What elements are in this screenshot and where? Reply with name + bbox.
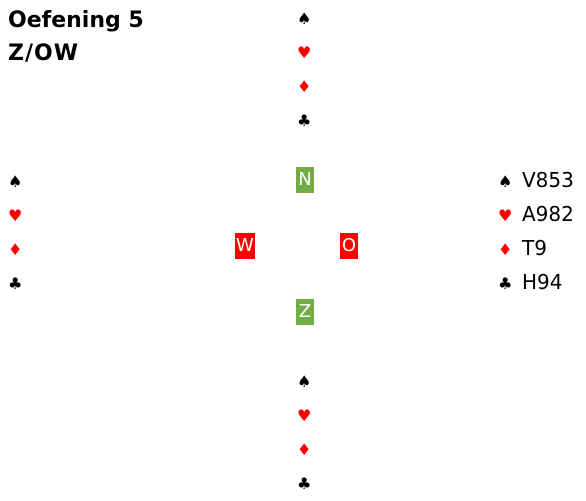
club-icon: ♣: [297, 474, 312, 493]
east-spades-row: ♠ V853: [498, 163, 574, 197]
east-clubs-cards: H94: [522, 270, 563, 294]
south-hand: ♠ ♥ ♦ ♣: [297, 363, 321, 499]
east-hearts-cards: A982: [522, 202, 574, 226]
west-spades-row: ♠: [8, 163, 32, 197]
heart-icon: ♥: [297, 43, 312, 62]
club-icon: ♣: [498, 274, 513, 293]
club-icon: ♣: [8, 274, 23, 293]
east-clubs-row: ♣ H94: [498, 265, 574, 299]
dealer-vulnerability: Z/OW: [8, 41, 79, 66]
heart-icon: ♥: [498, 206, 513, 225]
heart-icon: ♥: [8, 206, 23, 225]
east-hand: ♠ V853 ♥ A982 ♦ T9 ♣ H94: [498, 163, 574, 299]
west-clubs-row: ♣: [8, 265, 32, 299]
east-spades-cards: V853: [522, 168, 574, 192]
heart-icon: ♥: [297, 406, 312, 425]
south-hearts-row: ♥: [297, 397, 321, 431]
north-clubs-row: ♣: [297, 102, 321, 136]
spade-icon: ♠: [297, 372, 312, 391]
diamond-icon: ♦: [498, 240, 513, 259]
diamond-icon: ♦: [297, 440, 312, 459]
south-spades-row: ♠: [297, 363, 321, 397]
spade-icon: ♠: [8, 172, 23, 191]
east-hearts-row: ♥ A982: [498, 197, 574, 231]
south-clubs-row: ♣: [297, 465, 321, 499]
spade-icon: ♠: [297, 9, 312, 28]
spade-icon: ♠: [498, 172, 513, 191]
north-spades-row: ♠: [297, 0, 321, 34]
east-diamonds-row: ♦ T9: [498, 231, 574, 265]
north-hand: ♠ ♥ ♦ ♣: [297, 0, 321, 136]
north-hearts-row: ♥: [297, 34, 321, 68]
south-diamonds-row: ♦: [297, 431, 321, 465]
west-diamonds-row: ♦: [8, 231, 32, 265]
exercise-title: Oefening 5: [8, 8, 144, 33]
west-hand: ♠ ♥ ♦ ♣: [8, 163, 32, 299]
compass-north-marker: N: [296, 167, 314, 193]
club-icon: ♣: [297, 111, 312, 130]
east-diamonds-cards: T9: [522, 236, 547, 260]
diamond-icon: ♦: [297, 77, 312, 96]
west-hearts-row: ♥: [8, 197, 32, 231]
north-diamonds-row: ♦: [297, 68, 321, 102]
diamond-icon: ♦: [8, 240, 23, 259]
compass-west-marker: W: [235, 233, 255, 259]
compass-east-marker: O: [340, 233, 358, 259]
compass-south-marker: Z: [296, 299, 314, 325]
